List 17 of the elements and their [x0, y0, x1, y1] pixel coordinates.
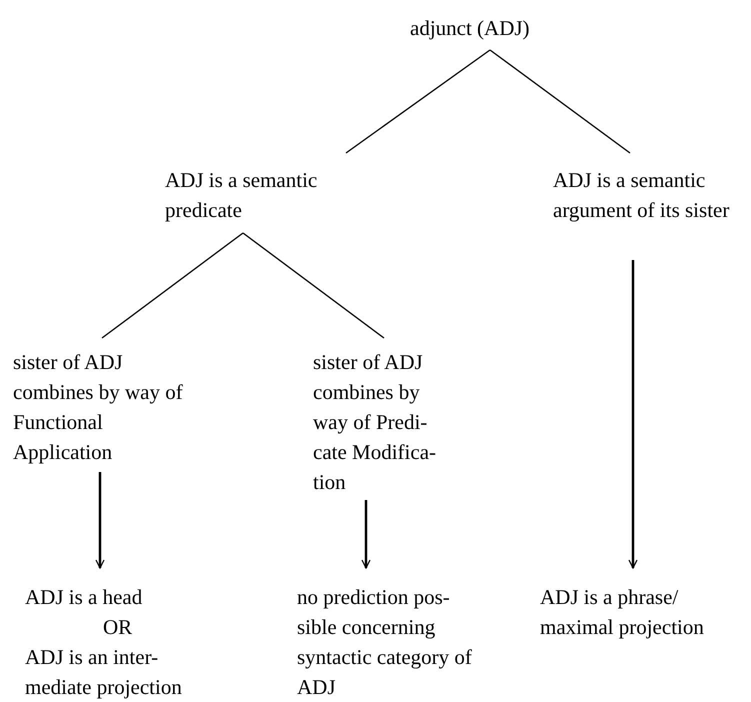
- tree-branch-line: [242, 232, 384, 339]
- node-text: ADJ is an inter- mediate projection: [25, 644, 183, 701]
- arrow: [628, 260, 638, 569]
- node-text: adjunct (ADJ): [410, 15, 530, 42]
- node-text: ADJ is a semantic predicate: [165, 167, 318, 224]
- node-text: ADJ is a phrase/ maximal projection: [540, 584, 705, 641]
- node-text: ADJ is a head: [25, 584, 142, 611]
- tree-branch-line: [490, 49, 630, 154]
- node-text: OR: [102, 614, 132, 641]
- node-text: ADJ is a semantic argument of its sister: [553, 167, 730, 224]
- tree-branch-line: [102, 232, 244, 339]
- arrow: [95, 472, 105, 569]
- node-text: sister of ADJ combines by way of Predi- cate Modifica- tion: [313, 349, 438, 496]
- arrow: [361, 500, 371, 569]
- node-text: no prediction pos- sible concerning syntactic category of ADJ: [297, 584, 473, 701]
- node-text: sister of ADJ combines by way of Functional Application: [13, 349, 184, 466]
- tree-branch-line: [346, 49, 490, 154]
